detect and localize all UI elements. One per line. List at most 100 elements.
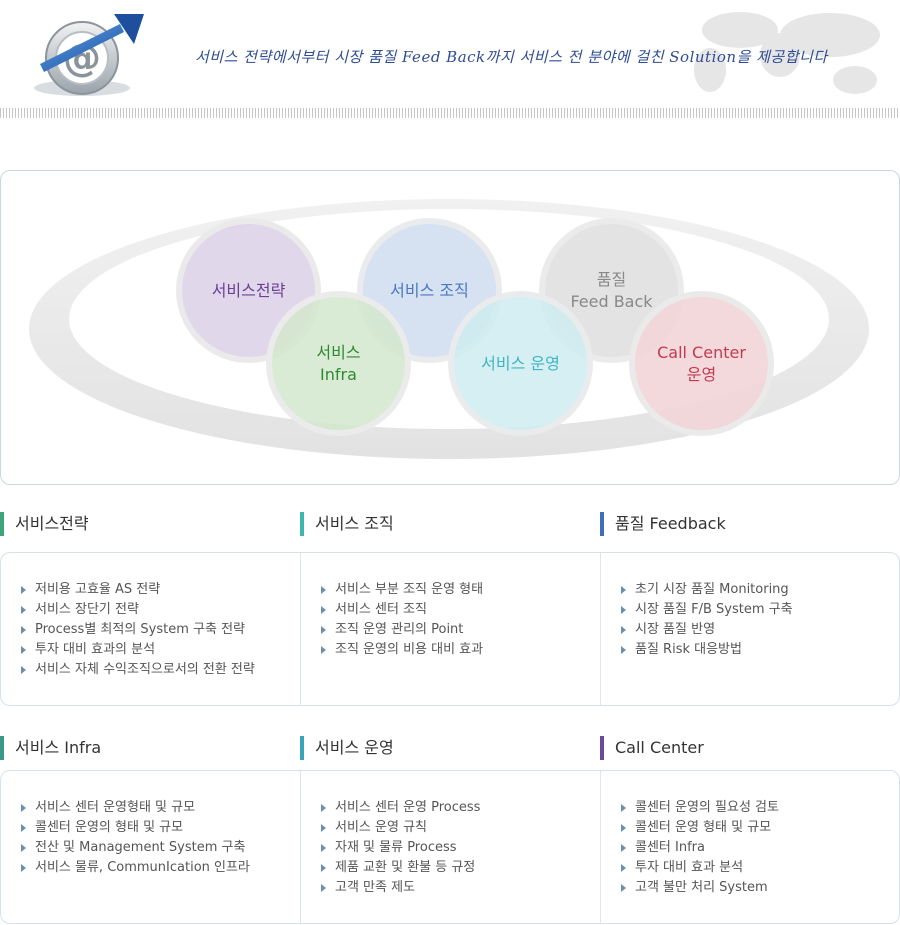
title-bar bbox=[300, 512, 304, 536]
title-text: 서비스 Infra bbox=[15, 738, 102, 757]
list-item: 제품 교환 및 환불 등 규정 bbox=[321, 858, 480, 878]
list-item: 전산 및 Management System 구축 bbox=[21, 838, 250, 858]
list-item: 서비스 물류, CommunIcation 인프라 bbox=[21, 858, 250, 878]
list-item: 콜센터 운영의 형태 및 규모 bbox=[21, 818, 250, 838]
list-item-text: 서비스 센터 운영형태 및 규모 bbox=[35, 800, 196, 815]
circle-callcenter-label-2: 운영 bbox=[686, 364, 717, 384]
list-item: 서비스 센터 운영 Process bbox=[321, 798, 480, 818]
circle-strategy-label: 서비스전략 bbox=[211, 280, 286, 300]
section-title-callcenter: Call Center bbox=[600, 736, 704, 760]
list-item-text: Process별 최적의 System 구축 전략 bbox=[35, 622, 246, 637]
list-item: 서비스 부분 조직 운영 형태 bbox=[321, 580, 483, 600]
title-text: 서비스전략 bbox=[15, 514, 89, 533]
list-strategy: 저비용 고효율 AS 전략 서비스 장단기 전략 Process별 최적의 Sy… bbox=[1, 553, 301, 705]
list-item-text: 콜센터 운영의 필요성 검토 bbox=[635, 800, 779, 815]
title-bar bbox=[600, 736, 604, 760]
list-item-text: 시장 품질 F/B System 구축 bbox=[635, 602, 793, 617]
bullet-arrow-icon bbox=[321, 844, 326, 852]
list-operation: 서비스 센터 운영 Process 서비스 운영 규칙 자재 및 물류 Proc… bbox=[300, 771, 601, 923]
list-item: 자재 및 물류 Process bbox=[321, 838, 480, 858]
title-text: Call Center bbox=[615, 738, 704, 757]
section-title-quality: 품질 Feedback bbox=[600, 512, 726, 536]
bullet-arrow-icon bbox=[621, 586, 626, 594]
list-item-text: 시장 품질 반영 bbox=[635, 622, 716, 637]
bullet-arrow-icon bbox=[621, 626, 626, 634]
list-item-text: 초기 시장 품질 Monitoring bbox=[635, 582, 789, 597]
circle-quality-label-2: Feed Back bbox=[570, 291, 653, 311]
list-item: 콜센터 운영의 필요성 검토 bbox=[621, 798, 779, 818]
circle-infra-label-2: Infra bbox=[320, 364, 357, 384]
list-item-text: 콜센터 Infra bbox=[635, 840, 705, 855]
bullet-arrow-icon bbox=[21, 824, 26, 832]
list-item: 서비스 센터 조직 bbox=[321, 600, 483, 620]
bullet-arrow-icon bbox=[321, 586, 326, 594]
section-title-organization: 서비스 조직 bbox=[300, 512, 394, 536]
list-item: 서비스 장단기 전략 bbox=[21, 600, 255, 620]
circle-operation: 서비스 운영 bbox=[448, 291, 593, 436]
list-item: 고객 만족 제도 bbox=[321, 878, 480, 898]
title-text: 품질 Feedback bbox=[615, 514, 726, 533]
circle-operation-label: 서비스 운영 bbox=[481, 353, 560, 373]
list-organization: 서비스 부분 조직 운영 형태 서비스 센터 조직 조직 운영 관리의 Poin… bbox=[300, 553, 601, 705]
page-header: @ 서비스 전략에서부터 시장 품질 Feed Back까지 서비스 전 분야에… bbox=[0, 0, 900, 118]
bullet-arrow-icon bbox=[321, 606, 326, 614]
bullet-arrow-icon bbox=[321, 626, 326, 634]
circle-infra-label-1: 서비스 bbox=[316, 342, 361, 362]
list-item-text: 콜센터 운영의 형태 및 규모 bbox=[35, 820, 184, 835]
list-item: 저비용 고효율 AS 전략 bbox=[21, 580, 255, 600]
list-item-text: 서비스 자체 수익조직으로서의 전환 전략 bbox=[35, 662, 255, 677]
list-item-text: 제품 교환 및 환불 등 규정 bbox=[335, 860, 476, 875]
email-growth-icon: @ bbox=[34, 14, 144, 96]
bullet-arrow-icon bbox=[21, 646, 26, 654]
list-item: 시장 품질 F/B System 구축 bbox=[621, 600, 793, 620]
list-item-text: 투자 대비 효과 분석 bbox=[635, 860, 744, 875]
list-item-text: 서비스 장단기 전략 bbox=[35, 602, 139, 617]
title-bar bbox=[0, 512, 4, 536]
header-slogan: 서비스 전략에서부터 시장 품질 Feed Back까지 서비스 전 분야에 걸… bbox=[195, 48, 828, 66]
section-panel-row2: 서비스 센터 운영형태 및 규모 콜센터 운영의 형태 및 규모 전산 및 Ma… bbox=[0, 770, 900, 924]
circle-quality-label-1: 품질 bbox=[596, 269, 627, 289]
circle-infra: 서비스 Infra bbox=[266, 291, 411, 436]
list-item-text: 서비스 물류, CommunIcation 인프라 bbox=[35, 860, 250, 875]
bullet-arrow-icon bbox=[21, 844, 26, 852]
bullet-arrow-icon bbox=[621, 884, 626, 892]
list-item-text: 투자 대비 효과의 분석 bbox=[35, 642, 156, 657]
list-item-text: 저비용 고효율 AS 전략 bbox=[35, 582, 161, 597]
list-item-text: 서비스 부분 조직 운영 형태 bbox=[335, 582, 484, 597]
list-item-text: 자재 및 물류 Process bbox=[335, 840, 457, 855]
title-bar bbox=[600, 512, 604, 536]
list-item: 초기 시장 품질 Monitoring bbox=[621, 580, 793, 600]
list-item-text: 고객 불만 처리 System bbox=[635, 880, 768, 895]
list-infra: 서비스 센터 운영형태 및 규모 콜센터 운영의 형태 및 규모 전산 및 Ma… bbox=[1, 771, 301, 923]
section-title-strategy: 서비스전략 bbox=[0, 512, 89, 536]
title-bar bbox=[0, 736, 4, 760]
list-item: 서비스 자체 수익조직으로서의 전환 전략 bbox=[21, 660, 255, 680]
title-bar bbox=[300, 736, 304, 760]
list-item: 조직 운영의 비용 대비 효과 bbox=[321, 640, 483, 660]
bullet-arrow-icon bbox=[321, 804, 326, 812]
list-item: 고객 불만 처리 System bbox=[621, 878, 779, 898]
circle-callcenter: Call Center 운영 bbox=[629, 291, 774, 436]
bullet-arrow-icon bbox=[21, 666, 26, 674]
title-text: 서비스 운영 bbox=[315, 738, 394, 757]
list-item-text: 고객 만족 제도 bbox=[335, 880, 416, 895]
section-title-operation: 서비스 운영 bbox=[300, 736, 394, 760]
list-callcenter: 콜센터 운영의 필요성 검토 콜센터 운영 형태 및 규모 콜센터 Infra … bbox=[600, 771, 900, 923]
list-item-text: 전산 및 Management System 구축 bbox=[35, 840, 246, 855]
list-item: 서비스 운영 규칙 bbox=[321, 818, 480, 838]
list-item-text: 조직 운영의 비용 대비 효과 bbox=[335, 642, 484, 657]
list-quality: 초기 시장 품질 Monitoring 시장 품질 F/B System 구축 … bbox=[600, 553, 900, 705]
bullet-arrow-icon bbox=[21, 804, 26, 812]
bullet-arrow-icon bbox=[621, 804, 626, 812]
list-item-text: 조직 운영 관리의 Point bbox=[335, 622, 464, 637]
bullet-arrow-icon bbox=[321, 824, 326, 832]
bullet-arrow-icon bbox=[21, 626, 26, 634]
list-item: 콜센터 Infra bbox=[621, 838, 779, 858]
circle-callcenter-label-1: Call Center bbox=[657, 342, 746, 362]
list-item: 시장 품질 반영 bbox=[621, 620, 793, 640]
list-item-text: 서비스 센터 운영 Process bbox=[335, 800, 481, 815]
bullet-arrow-icon bbox=[621, 646, 626, 654]
bullet-arrow-icon bbox=[21, 606, 26, 614]
bullet-arrow-icon bbox=[321, 646, 326, 654]
list-item: 콜센터 운영 형태 및 규모 bbox=[621, 818, 779, 838]
